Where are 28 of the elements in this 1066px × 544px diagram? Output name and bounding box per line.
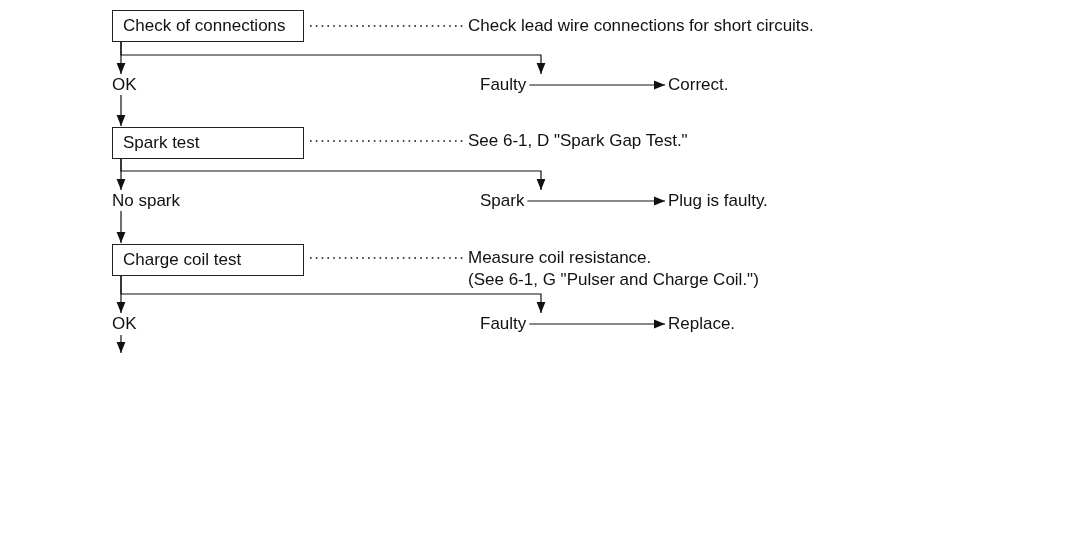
box-label: Check of connections [123,16,287,36]
arrow [116,94,126,127]
flow-text: Faulty [480,75,527,95]
arrow [120,41,546,75]
box-label: Spark test [123,133,201,153]
process-box [112,10,304,42]
flow-text: No spark [112,191,181,211]
flow-text: Check lead wire connections for short circuits. [468,16,814,36]
flow-text: Correct. [668,75,729,95]
arrow [120,275,546,314]
arrow [528,80,666,90]
arrow [528,319,666,329]
arrow [526,196,666,206]
box-label: Charge coil test [123,250,243,270]
arrow [120,158,546,191]
arrow [116,334,126,354]
flow-text: Measure coil resistance. [468,248,652,268]
process-box [112,127,304,159]
flow-text: Spark [480,191,525,211]
flow-text: OK [112,314,137,334]
flow-text: Faulty [480,314,527,334]
process-box [112,244,304,276]
flow-text: (See 6-1, G "Pulser and Charge Coil.") [468,270,759,290]
arrow [116,210,126,244]
flow-text: See 6-1, D "Spark Gap Test." [468,131,688,151]
flow-text: Replace. [668,314,736,334]
flow-text: Plug is faulty. [668,191,768,211]
flow-text: OK [112,75,137,95]
